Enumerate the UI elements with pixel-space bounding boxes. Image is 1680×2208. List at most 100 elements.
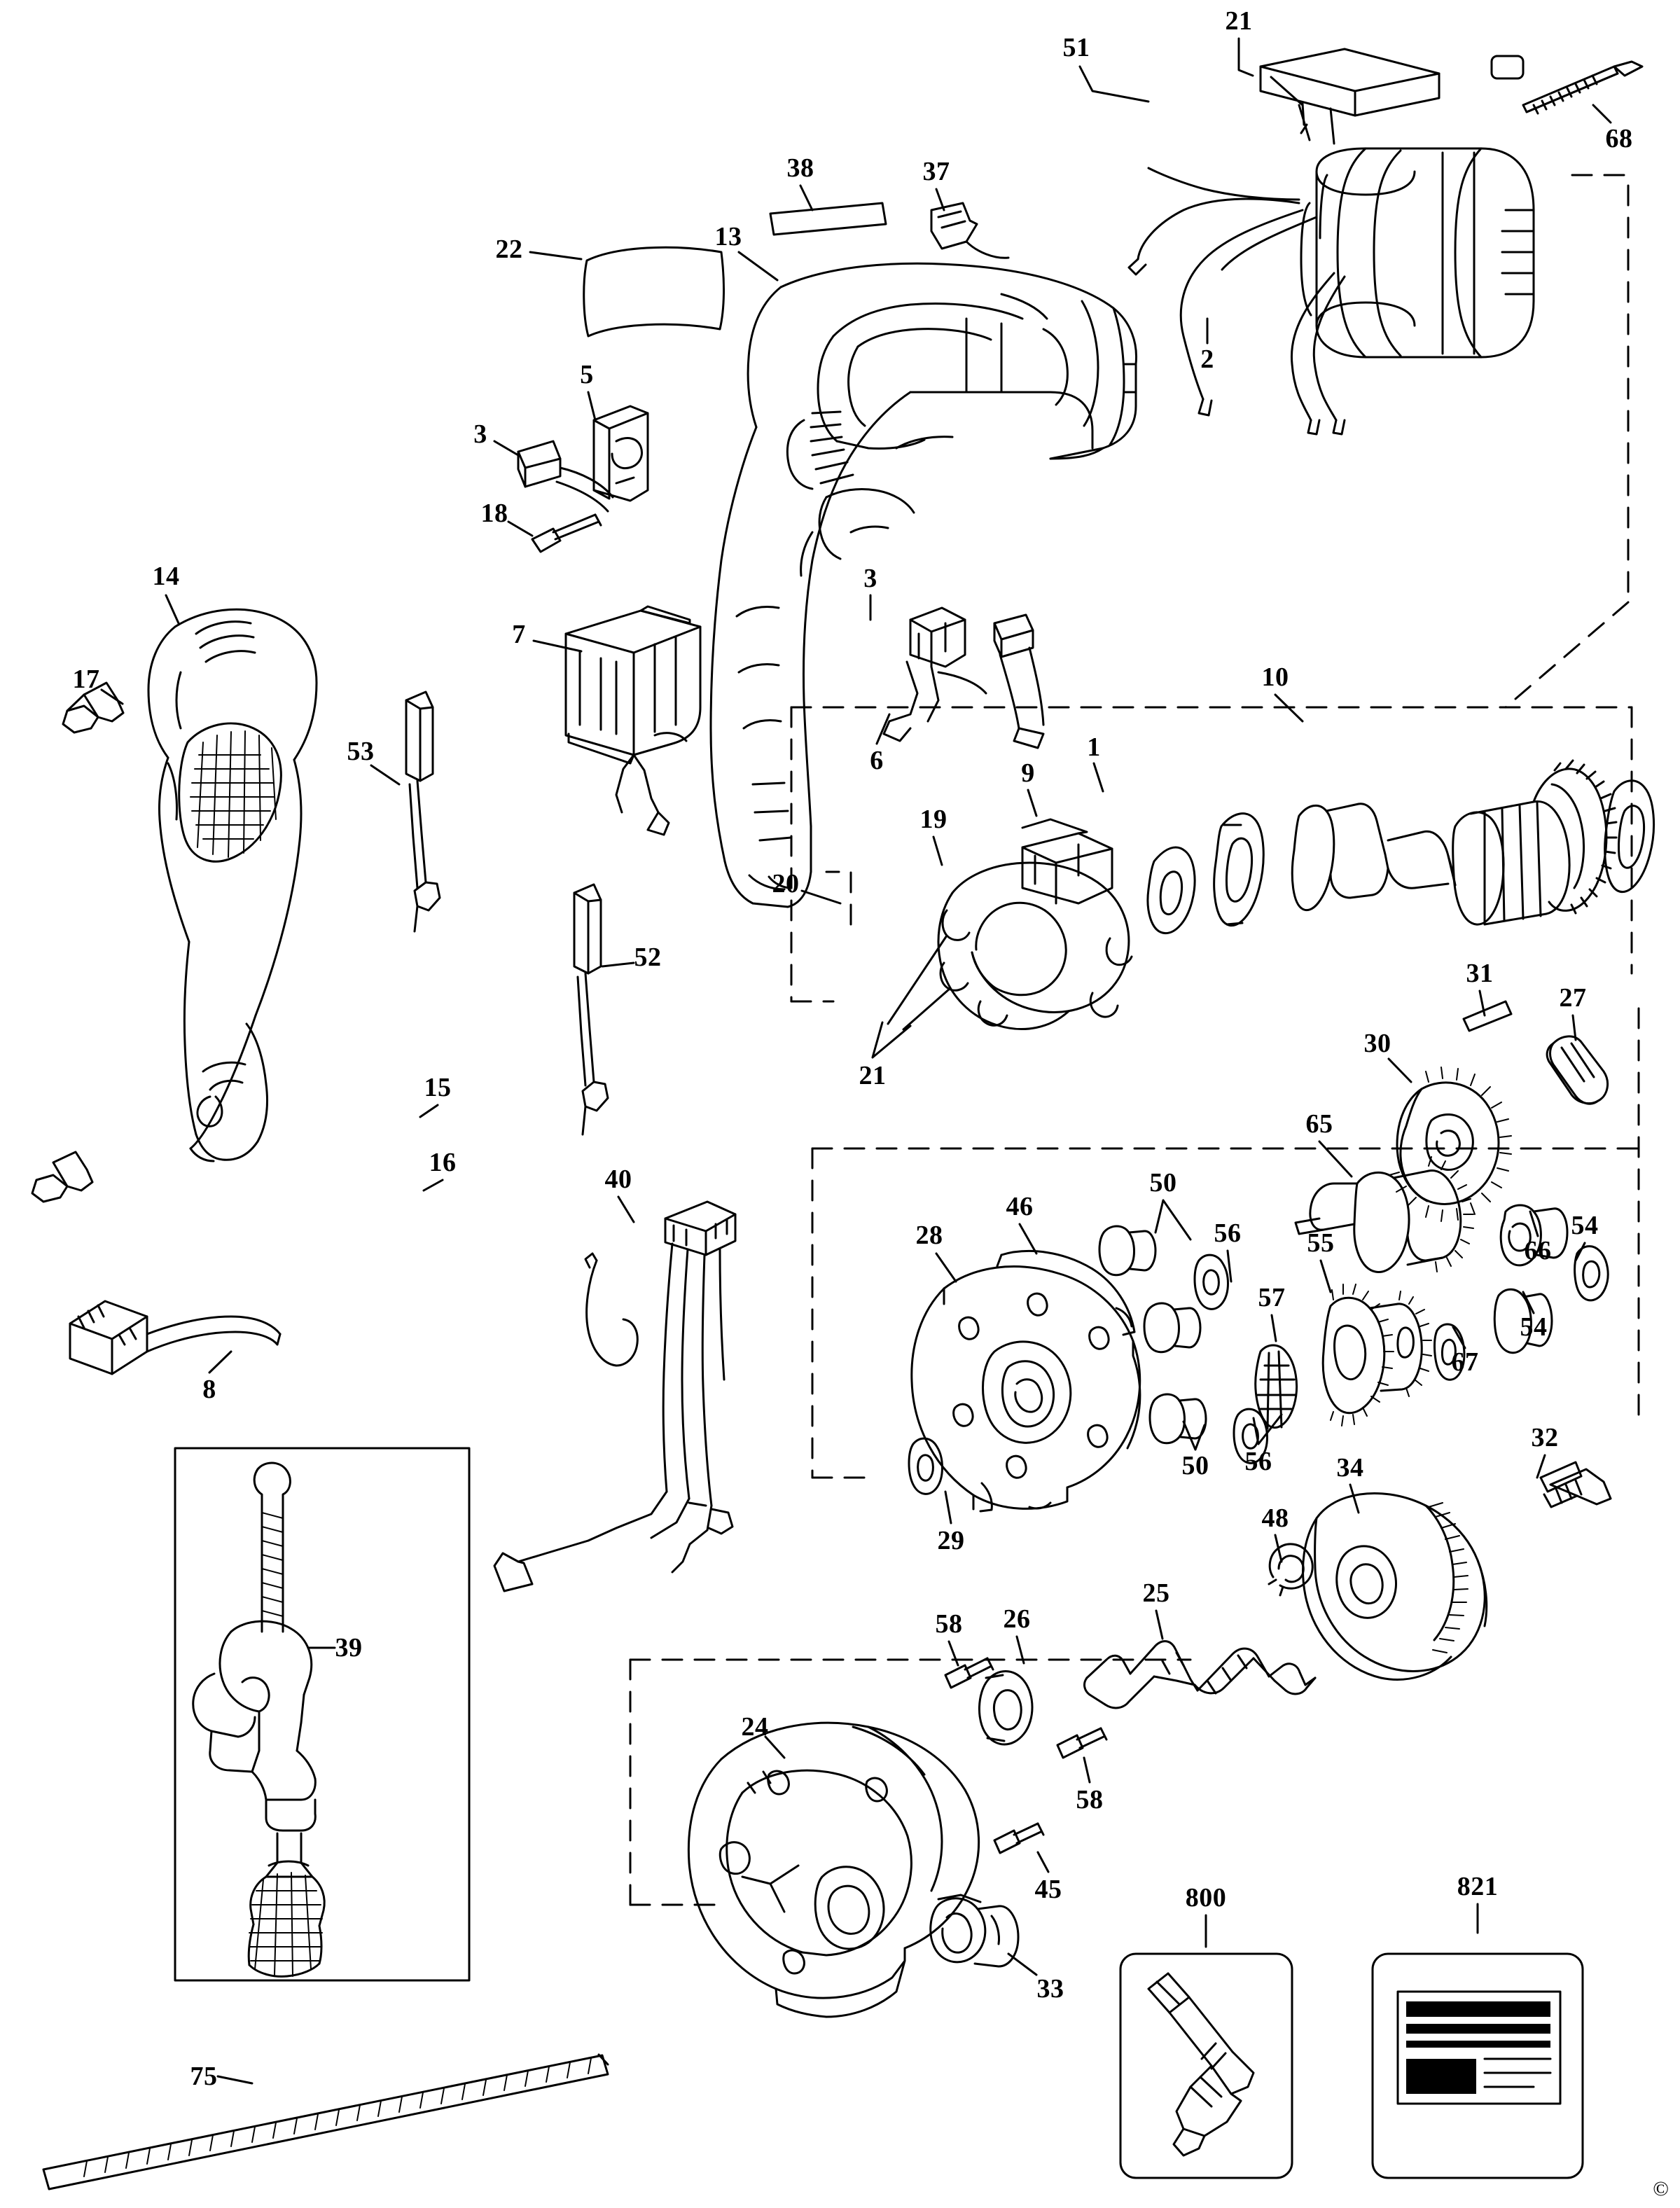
part-54-washer-lower — [1493, 1288, 1553, 1354]
callout-48: 48 — [1261, 1504, 1289, 1533]
part-55-gear — [1321, 1284, 1432, 1426]
part-66-sleeve — [1499, 1204, 1569, 1267]
part-75-depth-rod — [42, 2053, 609, 2190]
part-26-bearing — [978, 1670, 1034, 1746]
callout-18: 18 — [480, 499, 508, 528]
part-2-stator — [1127, 147, 1535, 436]
callout-821: 821 — [1457, 1872, 1499, 1901]
callout-20: 20 — [772, 869, 800, 898]
part-17-bolt-lower — [31, 1151, 94, 1203]
part-3-connector-lower — [993, 613, 1045, 749]
callout-50-upper: 50 — [1149, 1168, 1177, 1197]
group-boundary-motor — [825, 174, 1630, 926]
callout-15: 15 — [424, 1073, 452, 1102]
callout-9: 9 — [1021, 758, 1035, 788]
callout-56-upper: 56 — [1214, 1218, 1242, 1248]
copyright-mark: © — [1653, 2177, 1669, 2200]
part-50-bush-lower — [1148, 1393, 1207, 1445]
callout-75: 75 — [190, 2062, 218, 2091]
callout-55: 55 — [1307, 1228, 1335, 1258]
part-17-bolt — [62, 681, 125, 734]
part-800-box — [1119, 1952, 1293, 2179]
callout-5: 5 — [580, 360, 594, 389]
callout-45: 45 — [1034, 1875, 1062, 1904]
part-58-screw-lower — [1056, 1727, 1108, 1759]
callout-22: 22 — [495, 235, 523, 264]
callout-65: 65 — [1305, 1109, 1333, 1139]
part-22-cover — [583, 246, 726, 338]
callout-10: 10 — [1261, 662, 1289, 692]
part-37-clip — [930, 202, 1010, 259]
callout-51: 51 — [1062, 33, 1090, 62]
callout-67: 67 — [1451, 1347, 1479, 1377]
callout-800: 800 — [1185, 1883, 1227, 1912]
callout-24: 24 — [741, 1712, 769, 1742]
part-5-bracket — [592, 405, 649, 502]
part-14-handle — [147, 608, 318, 1162]
part-7-switch — [564, 605, 702, 836]
part-19-washer — [1146, 846, 1196, 935]
part-34-chuck — [1302, 1492, 1488, 1681]
part-821-box — [1371, 1952, 1584, 2179]
part-3-connector-upper — [517, 440, 614, 513]
part-31-pin — [1462, 1000, 1513, 1032]
callout-27: 27 — [1559, 983, 1587, 1013]
part-30-gear — [1389, 1067, 1512, 1222]
callout-17: 17 — [72, 665, 100, 694]
part-10-bearing — [1604, 779, 1655, 894]
part-56-washer-lower — [1233, 1408, 1268, 1464]
part-45-screw — [993, 1822, 1045, 1854]
part-50-bush-mid — [1143, 1302, 1202, 1354]
part-29-washer — [908, 1437, 943, 1495]
part-32-screw — [1539, 1461, 1612, 1508]
part-38-label — [769, 202, 887, 236]
callout-58-lower: 58 — [1076, 1785, 1104, 1814]
group-boundary-armature — [790, 706, 1633, 1003]
callout-31: 31 — [1466, 959, 1494, 988]
leader-lines — [100, 37, 1612, 2085]
callout-26: 26 — [1003, 1604, 1031, 1634]
callout-3-upper: 3 — [473, 419, 487, 449]
callout-32: 32 — [1531, 1423, 1559, 1452]
part-13-housing — [709, 262, 1138, 908]
callout-16: 16 — [429, 1148, 457, 1177]
part-68-long-screw — [1522, 60, 1644, 115]
callout-29: 29 — [937, 1526, 965, 1555]
callout-37: 37 — [922, 157, 950, 186]
part-28-gearcase — [910, 1250, 1141, 1513]
part-56-washer-upper — [1193, 1254, 1229, 1310]
part-6-brush-holder — [882, 606, 987, 742]
callout-28: 28 — [915, 1221, 943, 1250]
callout-21-top: 21 — [1225, 6, 1253, 36]
part-40-harness — [493, 1200, 737, 1592]
part-21-screw-top — [1490, 55, 1525, 80]
callout-34: 34 — [1336, 1453, 1364, 1483]
callout-1: 1 — [1087, 732, 1101, 762]
callout-52: 52 — [634, 943, 662, 972]
callout-66: 66 — [1524, 1236, 1552, 1265]
part-18-screw — [531, 513, 602, 553]
group-boundary-gearbox — [811, 1007, 1640, 1479]
callout-21-lower: 21 — [859, 1061, 887, 1090]
part-39-box — [174, 1447, 471, 1982]
part-50-bush-upper — [1098, 1225, 1157, 1277]
callout-6: 6 — [870, 746, 884, 775]
callout-19: 19 — [919, 805, 947, 834]
part-48-circlip — [1268, 1543, 1314, 1597]
part-24-gearhousing — [687, 1721, 980, 2018]
callout-25: 25 — [1142, 1578, 1170, 1608]
part-54-washer-upper — [1574, 1245, 1609, 1302]
part-57-plate — [1254, 1344, 1298, 1430]
callout-58-upper: 58 — [935, 1609, 963, 1639]
callout-46: 46 — [1006, 1192, 1034, 1221]
callout-54-lower: 54 — [1520, 1312, 1548, 1342]
part-52-brush — [573, 883, 609, 1136]
part-51-capacitor — [1259, 48, 1441, 145]
group-boundary-spindle — [629, 1658, 1192, 1906]
part-1-armature — [1291, 759, 1618, 926]
part-25-spindle — [1083, 1640, 1317, 1709]
part-58-screw-upper — [944, 1657, 994, 1689]
part-53-brush — [405, 690, 441, 933]
